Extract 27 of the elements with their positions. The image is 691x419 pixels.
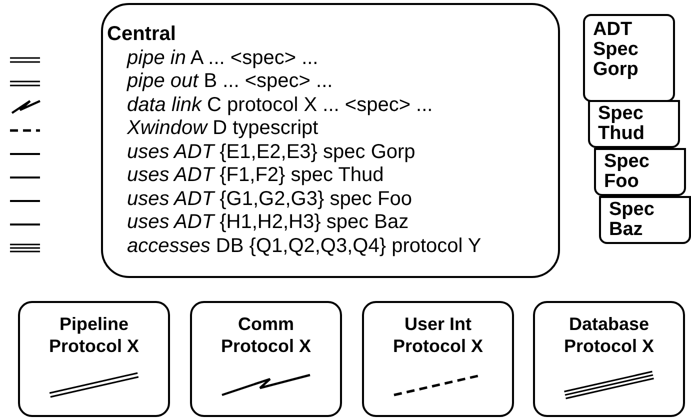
spec-card — [588, 100, 680, 148]
interface-line: data link C protocol X ... <spec> ... — [127, 94, 433, 117]
spec-label: Spec Baz — [609, 200, 656, 240]
interface-line: Xwindow D typescript — [127, 117, 318, 140]
module-heading: Central — [107, 23, 176, 46]
spec-label: ADT Spec Gorp — [593, 20, 640, 80]
spec-card — [583, 14, 675, 102]
protocol-box — [533, 301, 685, 417]
protocol-label: User Int Protocol X — [392, 313, 484, 357]
protocol-label: Pipeline Protocol X — [48, 313, 140, 357]
protocol-label: Comm Protocol X — [220, 313, 312, 357]
protocol-label: Database Protocol X — [562, 313, 655, 357]
spec-label: Spec Foo — [604, 152, 650, 192]
interface-line: uses ADT {H1,H2,H3} spec Baz — [127, 211, 409, 234]
spec-card — [599, 196, 691, 244]
spec-label: Spec Thud — [598, 104, 646, 144]
protocol-box — [190, 301, 342, 417]
interface-line: uses ADT {E1,E2,E3} spec Gorp — [127, 140, 416, 164]
interface-line: pipe out B ... <spec> ... — [127, 70, 333, 94]
protocol-box — [18, 301, 170, 417]
spec-card — [594, 148, 686, 196]
interface-line: uses ADT {G1,G2,G3} spec Foo — [127, 188, 412, 211]
interface-line: pipe in A ... <spec> ... — [127, 46, 318, 70]
module-box — [101, 3, 560, 278]
interface-line: accesses DB {Q1,Q2,Q3,Q4} protocol Y — [127, 234, 482, 258]
interface-line: uses ADT {F1,F2} spec Thud — [127, 164, 384, 188]
protocol-box — [362, 301, 514, 417]
